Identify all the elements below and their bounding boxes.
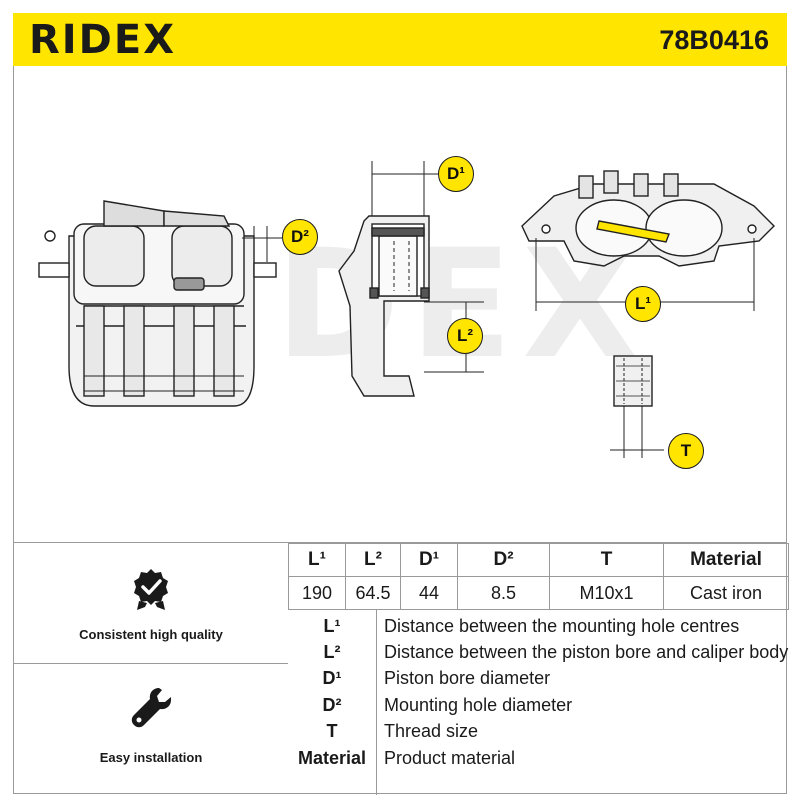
legend-key: Material bbox=[297, 748, 367, 768]
legend-row: Material Product material bbox=[288, 745, 788, 771]
spec-table: L¹ L² D¹ D² T Material 190 64.5 44 8.5 M… bbox=[288, 543, 789, 610]
legend-row: D¹ Piston bore diameter bbox=[288, 665, 788, 691]
caliper-front-view bbox=[38, 200, 277, 407]
legend-desc: Distance between the piston bore and cal… bbox=[384, 642, 789, 662]
thread-detail bbox=[613, 355, 653, 407]
spec-header: L² bbox=[345, 543, 401, 577]
callout-l1: L¹ bbox=[625, 286, 661, 322]
spec-header: D² bbox=[457, 543, 550, 577]
spec-header: Material bbox=[663, 543, 789, 577]
legend-desc: Product material bbox=[384, 748, 516, 768]
quality-badge-icon bbox=[134, 569, 168, 610]
caliper-drawing: RIDEX bbox=[38, 161, 775, 458]
spec-value: 44 bbox=[400, 576, 458, 610]
feature-quality: Consistent high quality bbox=[14, 543, 288, 664]
legend-row: L¹ Distance between the mounting hole ce… bbox=[288, 613, 788, 639]
header-bar: RIDEX 78B0416 bbox=[13, 13, 787, 66]
callout-t: T bbox=[668, 433, 704, 469]
part-number: 78B0416 bbox=[659, 25, 769, 55]
callout-d1: D¹ bbox=[438, 156, 474, 192]
wrench-icon bbox=[131, 688, 171, 728]
legend-desc: Distance between the mounting hole centr… bbox=[384, 616, 740, 636]
spec-section: Consistent high quality Easy installatio… bbox=[13, 542, 789, 795]
legend-row: D² Mounting hole diameter bbox=[288, 692, 788, 718]
caliper-section-view bbox=[338, 215, 430, 397]
spec-value-row: 190 64.5 44 8.5 M10x1 Cast iron bbox=[288, 576, 789, 610]
feature-quality-label: Consistent high quality bbox=[79, 627, 223, 642]
feature-installation-label: Easy installation bbox=[99, 750, 203, 765]
legend-divider bbox=[376, 609, 377, 795]
legend-key: L² bbox=[323, 642, 341, 662]
legend-row: L² Distance between the piston bore and … bbox=[288, 639, 789, 665]
brand-logo: RIDEX bbox=[29, 17, 177, 63]
dimension-legend: L¹ Distance between the mounting hole ce… bbox=[288, 609, 788, 795]
spec-value: 8.5 bbox=[457, 576, 550, 610]
spec-value: Cast iron bbox=[663, 576, 789, 610]
legend-desc: Thread size bbox=[384, 721, 479, 741]
legend-key: D¹ bbox=[322, 668, 342, 688]
caliper-side-view bbox=[521, 170, 775, 267]
spec-header: L¹ bbox=[288, 543, 346, 577]
spec-header: T bbox=[549, 543, 664, 577]
spec-value: 190 bbox=[288, 576, 346, 610]
legend-key: L¹ bbox=[323, 616, 341, 636]
legend-desc: Piston bore diameter bbox=[384, 668, 551, 688]
feature-installation: Easy installation bbox=[14, 664, 288, 794]
legend-key: T bbox=[326, 721, 338, 741]
legend-key: D² bbox=[322, 695, 342, 715]
legend-row: T Thread size bbox=[288, 718, 788, 744]
spec-header-row: L¹ L² D¹ D² T Material bbox=[288, 543, 789, 577]
callout-d2: D² bbox=[282, 219, 318, 255]
spec-value: M10x1 bbox=[549, 576, 664, 610]
spec-value: 64.5 bbox=[345, 576, 401, 610]
technical-drawing: RIDEX bbox=[13, 66, 787, 542]
spec-header: D¹ bbox=[400, 543, 458, 577]
callout-l2: L² bbox=[447, 318, 483, 354]
legend-desc: Mounting hole diameter bbox=[384, 695, 573, 715]
